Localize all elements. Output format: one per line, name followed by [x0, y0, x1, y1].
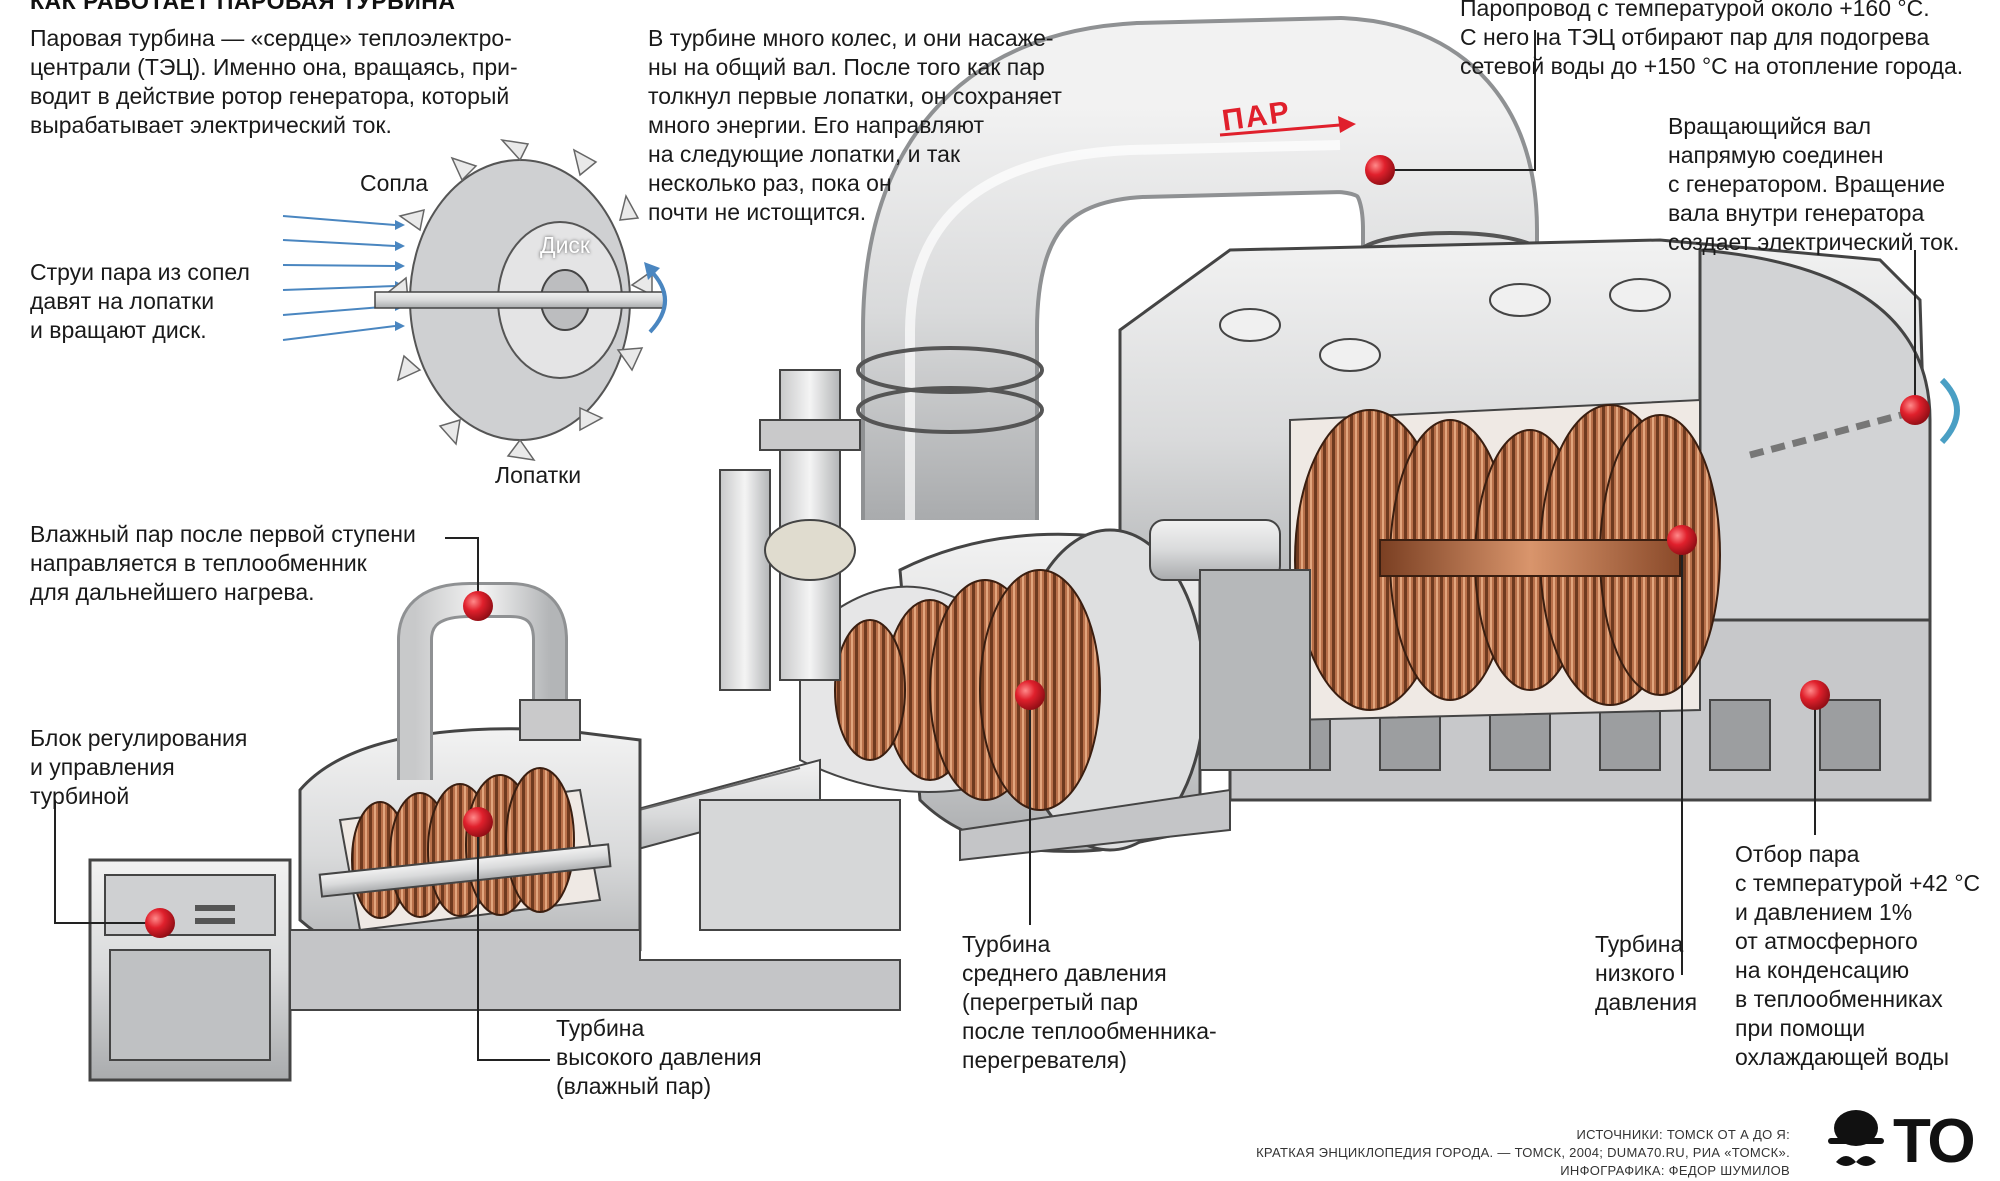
marker-extraction — [1800, 680, 1830, 710]
control-block — [88, 858, 292, 1082]
marker-medium-pressure — [1015, 680, 1045, 710]
low-pressure-text: Турбина низкого давления — [1595, 931, 1698, 1015]
valve-tower — [719, 369, 861, 691]
disk-label: Диск — [540, 232, 590, 258]
control-text: Блок регулирования и управления турбиной — [30, 725, 248, 809]
wet-steam-text: Влажный пар после первой ступени направл… — [30, 521, 416, 605]
blades-label: Лопатки — [495, 462, 582, 488]
high-pressure-turbine — [298, 582, 642, 983]
pipeline-text: Паропровод с температурой около +160 °С.… — [1460, 0, 1964, 79]
marker-low-pressure — [1667, 525, 1697, 555]
shaft-text: Вращающийся вал напрямую соединен с гене… — [1668, 113, 1960, 255]
mustache-hat-icon — [1828, 1110, 1884, 1166]
marker-pipeline — [1365, 155, 1395, 185]
intro-text: Паровая турбина — «сердце» теплоэлектро-… — [30, 25, 518, 138]
wheels-text: В турбине много колес, и они насаже- ны … — [648, 25, 1062, 225]
nozzles-label: Сопла — [360, 170, 429, 196]
marker-control — [145, 908, 175, 938]
base-platform — [289, 788, 1231, 1011]
jets-text: Струи пара из сопел давят на лопатки и в… — [30, 259, 250, 343]
wheel-diagram — [282, 138, 667, 462]
red-markers — [145, 155, 1930, 938]
steam-pipeline — [856, 15, 1544, 520]
credits: Источники: Томск от А до Я: Краткая энци… — [1090, 1126, 1790, 1180]
extraction-text: Отбор пара с температурой +42 °С и давле… — [1735, 841, 1981, 1070]
low-pressure-housing — [1118, 238, 1932, 802]
rotation-arrow-icon — [1939, 377, 1960, 445]
marker-heat-exchanger — [463, 591, 493, 621]
high-pressure-text: Турбина высокого давления (влажный пар) — [556, 1015, 762, 1099]
credits-line-2: Краткая энциклопедия города. — Томск, 20… — [1256, 1145, 1790, 1160]
marker-shaft — [1900, 395, 1930, 425]
credits-line-1: Источники: Томск от А до Я: — [1576, 1127, 1790, 1142]
leader-lines — [54, 30, 1916, 1061]
logo-text: ТО — [1893, 1107, 1976, 1176]
credits-line-3: Инфографика: Федор Шумилов — [1560, 1163, 1790, 1178]
page-title: КАК РАБОТАЕТ ПАРОВАЯ ТУРБИНА — [30, 0, 456, 14]
medium-pressure-turbine — [799, 519, 1311, 853]
medium-pressure-text: Турбина среднего давления (перегретый па… — [962, 931, 1217, 1073]
marker-high-pressure — [463, 807, 493, 837]
